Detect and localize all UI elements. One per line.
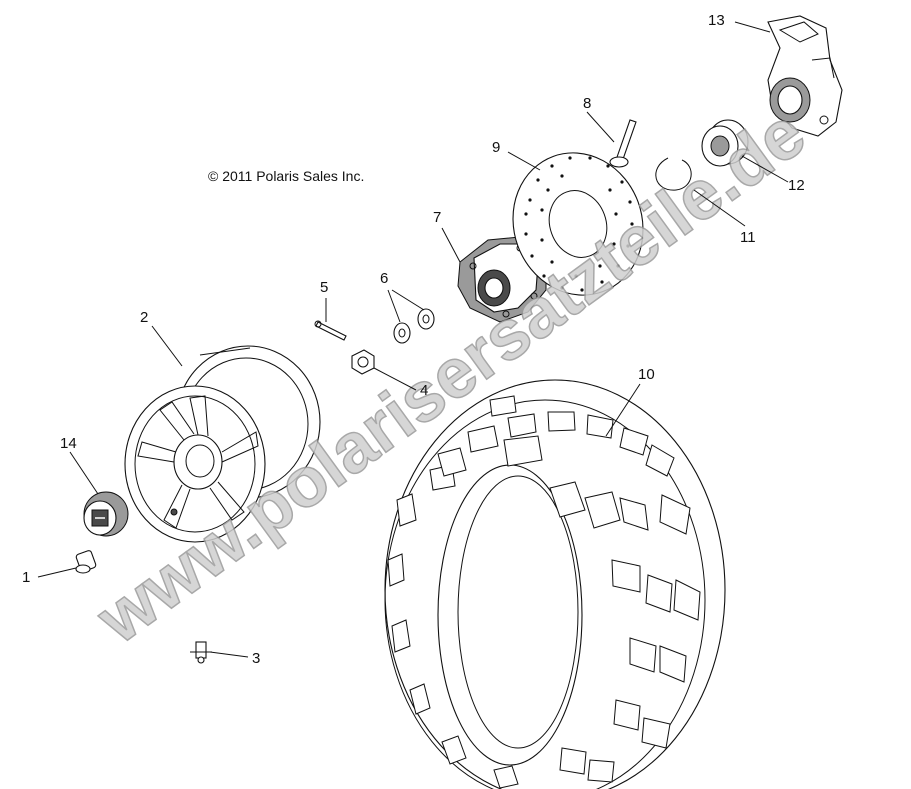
washers — [393, 308, 435, 344]
bolt — [609, 119, 637, 168]
callout-9: 9 — [492, 139, 500, 156]
callout-11: 11 — [740, 229, 756, 246]
wheel-spokes — [137, 395, 259, 529]
cotter-pin — [314, 320, 347, 341]
callout-1: 1 — [22, 569, 30, 586]
leader-lines — [37, 21, 789, 658]
callout-3: 3 — [252, 650, 260, 667]
callout-6: 6 — [380, 270, 388, 287]
callout-13: 13 — [708, 12, 725, 29]
callout-5: 5 — [320, 279, 328, 296]
bearing — [701, 119, 749, 167]
callout-12: 12 — [788, 177, 805, 194]
callout-14: 14 — [60, 435, 77, 452]
brake-disc — [512, 152, 644, 296]
callout-8: 8 — [583, 95, 591, 112]
tire — [384, 379, 726, 789]
castle-nut — [351, 349, 375, 375]
callout-4: 4 — [420, 382, 428, 399]
steering-knuckle — [767, 15, 843, 137]
callout-labels: 1 2 3 4 5 6 7 8 9 10 11 12 13 14 — [22, 12, 805, 667]
valve-stem — [75, 550, 97, 574]
copyright-text: © 2011 Polaris Sales Inc. — [208, 168, 364, 184]
callout-7: 7 — [433, 209, 441, 226]
snap-ring — [655, 157, 692, 191]
callout-10: 10 — [638, 366, 655, 383]
lug-stud — [190, 641, 212, 664]
brake-disc-holes — [524, 156, 634, 292]
wheel-hub — [457, 235, 547, 323]
callout-2: 2 — [140, 309, 148, 326]
center-cap — [83, 491, 129, 537]
tire-tread — [387, 395, 701, 789]
wheel-rim — [124, 345, 321, 543]
